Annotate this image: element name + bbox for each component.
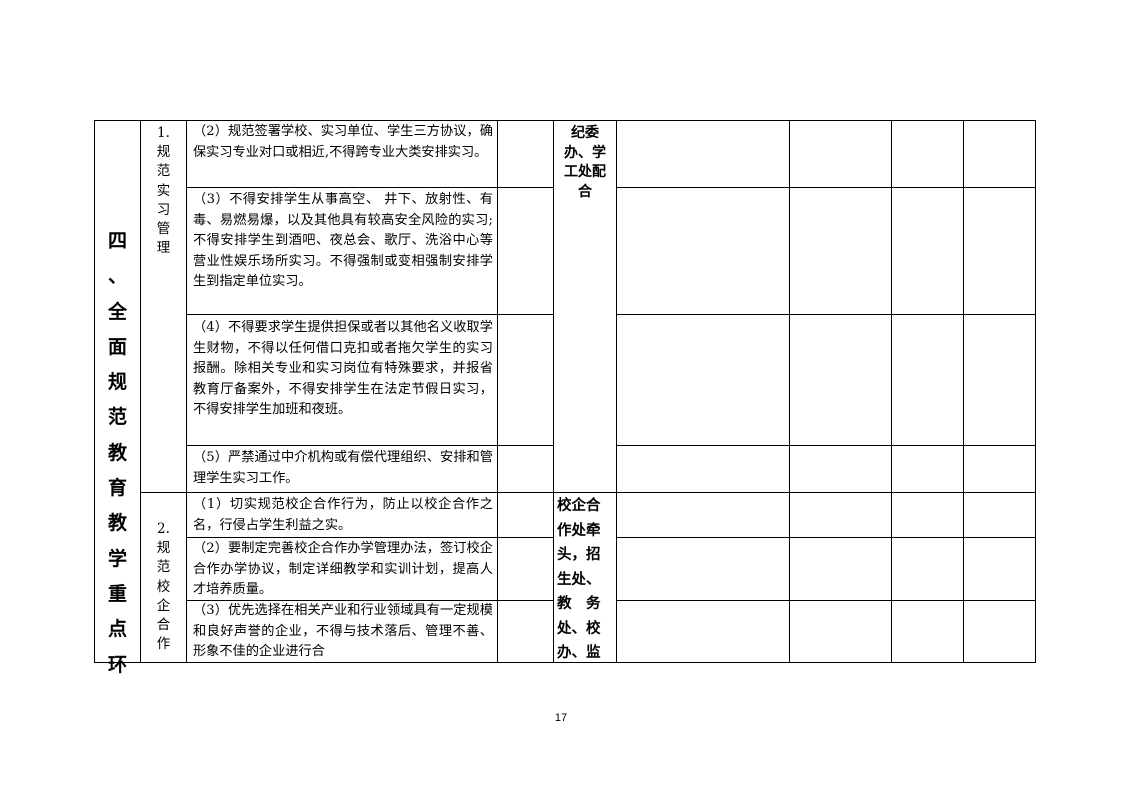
- page-number: 17: [554, 712, 568, 724]
- requirement-text: （3）不得安排学生从事高空、 井下、放射性、有毒、易燃易爆，以及其他具有较高安全…: [193, 192, 493, 290]
- col-divider: [789, 120, 790, 663]
- row-divider: [186, 187, 553, 188]
- col-divider: [140, 120, 141, 663]
- group-1-label: 1. 规 范 实 习 管 理: [141, 124, 186, 258]
- table-bottom-border: [94, 662, 1036, 663]
- section-title-char: 点: [107, 618, 127, 641]
- section-title-char: 全: [107, 300, 127, 323]
- section-title-char: 四: [107, 230, 127, 252]
- group-label-char: 范: [156, 559, 171, 576]
- section-title-char: 、: [107, 265, 127, 288]
- col-divider: [186, 120, 187, 663]
- requirement-text: （2）规范签署学校、实习单位、学生三方协议，确保实习专业对口或相近,不得跨专业大…: [193, 124, 493, 160]
- col-divider: [497, 120, 498, 663]
- row-divider: [186, 314, 553, 315]
- dept-line: 校企合: [557, 497, 601, 514]
- section-title-char: 环: [107, 653, 127, 676]
- group-2-label: 2. 规 范 校 企 合 作: [141, 520, 186, 654]
- section-title-char: 育: [107, 477, 127, 500]
- row-divider: [186, 445, 553, 446]
- section-title: 四 、 全 面 规 范 教 育 教 学 重 点 环: [95, 224, 140, 683]
- group-divider: [140, 492, 1036, 493]
- group-label-char: 习: [156, 201, 171, 218]
- section-title-char: 教: [107, 441, 127, 464]
- group-label-char: 作: [156, 636, 171, 653]
- group-label-char: 规: [156, 144, 171, 161]
- dept-line: 处、校: [557, 619, 601, 637]
- responsible-dept: 纪委办、学工处配合: [564, 125, 606, 200]
- table-left-border: [94, 120, 95, 663]
- group-label-char: 合: [156, 617, 171, 634]
- responsible-dept: 校企合 作处牵 头，招 生处、 教 务 处、校 办、监: [557, 494, 615, 666]
- dept-line: 作处牵: [557, 521, 601, 539]
- group-label-char: 1.: [157, 125, 170, 141]
- row-divider: [616, 537, 1036, 538]
- table-right-border: [1035, 120, 1036, 663]
- group-label-char: 校: [156, 578, 171, 595]
- col-divider: [553, 120, 554, 663]
- dept-line: 教 务: [557, 595, 601, 612]
- section-title-char: 面: [107, 335, 127, 358]
- section-title-char: 范: [107, 406, 127, 429]
- row-divider: [616, 600, 1036, 601]
- group-label-char: 范: [156, 163, 171, 180]
- dept-line: 办、监: [557, 644, 601, 661]
- section-title-char: 教: [107, 512, 127, 535]
- group-label-char: 2.: [157, 521, 170, 537]
- col-divider: [963, 120, 964, 663]
- row-divider: [186, 537, 553, 538]
- requirement-text: （1）切实规范校企合作行为，防止以校企合作之名，行侵占学生利益之实。: [193, 497, 493, 533]
- col-divider: [891, 120, 892, 663]
- requirement-text: （4）不得要求学生提供担保或者以其他名义收取学生财物，不得以任何借口克扣或者拖欠…: [193, 320, 493, 418]
- section-title-char: 规: [107, 371, 127, 394]
- group-label-char: 管: [156, 221, 171, 238]
- row-divider: [616, 445, 1036, 446]
- requirement-text: （3）优先选择在相关产业和行业领域具有一定规模和良好声誉的企业，不得与技术落后、…: [193, 603, 493, 660]
- col-divider: [616, 120, 617, 663]
- section-title-char: 重: [107, 582, 127, 605]
- group-label-char: 规: [156, 540, 171, 557]
- section-title-char: 学: [107, 547, 127, 570]
- dept-line: 头，招: [557, 546, 601, 563]
- group-label-char: 企: [156, 597, 171, 614]
- row-divider: [616, 187, 1036, 188]
- row-divider: [186, 600, 553, 601]
- requirement-text: （2）要制定完善校企合作办学管理办法，签订校企合作办学协议，制定详细教学和实训计…: [193, 541, 493, 598]
- requirement-text: （5）严禁通过中介机构或有偿代理组织、安排和管理学生实习工作。: [193, 450, 493, 486]
- dept-line: 生处、: [557, 570, 601, 588]
- row-divider: [616, 314, 1036, 315]
- group-label-char: 理: [156, 240, 171, 257]
- group-label-char: 实: [156, 182, 171, 199]
- table-top-border: [94, 120, 1036, 121]
